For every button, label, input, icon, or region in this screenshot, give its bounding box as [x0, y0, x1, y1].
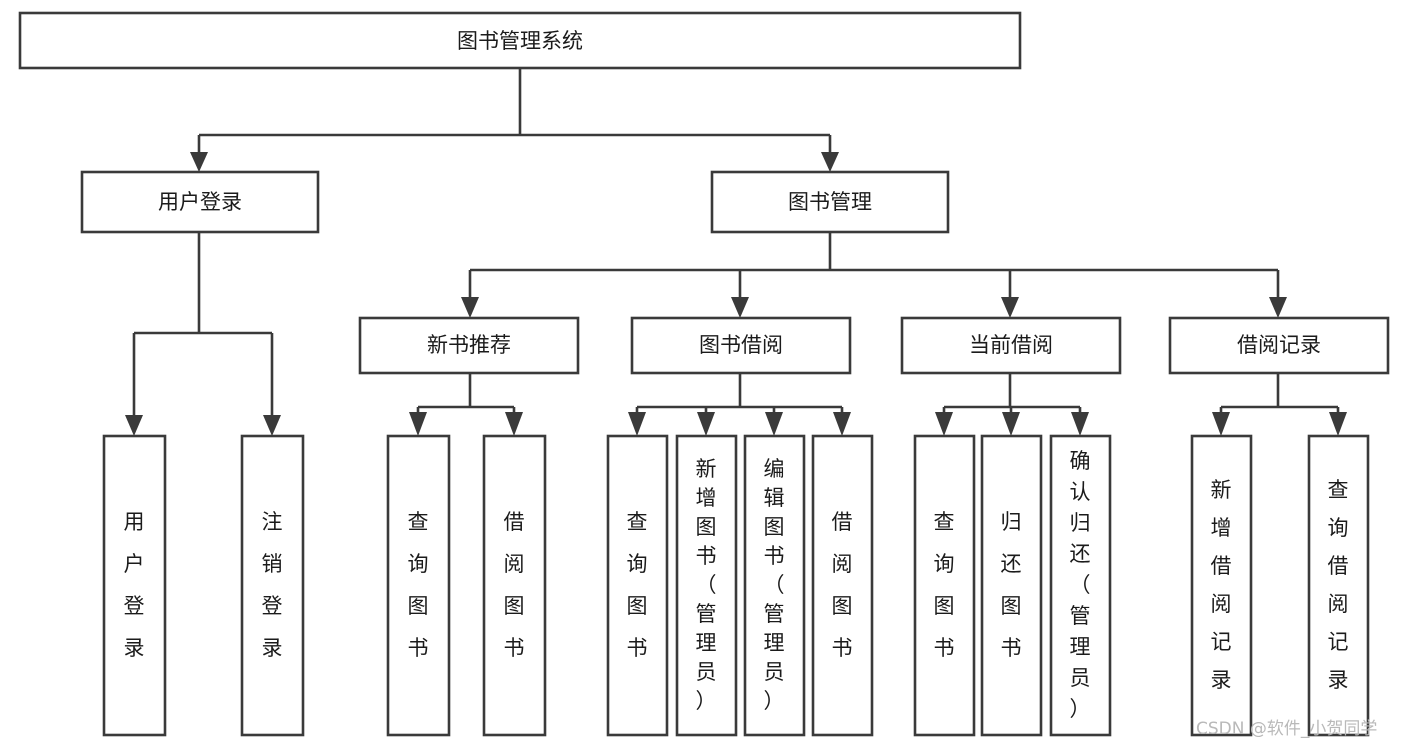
- node-root[interactable]: 图书管理系统: [18, 11, 1022, 70]
- node-user-login-label: 用户登录: [158, 190, 242, 214]
- node-leaf-query-book-rec[interactable]: 查询图书: [386, 434, 451, 737]
- node-leaf-borrow-book-rec[interactable]: 借阅图书: [482, 434, 547, 737]
- node-book-management-label: 图书管理: [788, 190, 872, 214]
- node-new-book-recommend[interactable]: 新书推荐: [358, 316, 580, 375]
- node-leaf-query-book-rec-label: 查询图书: [408, 510, 429, 660]
- arrow-head-leaf-query-book-rec: [409, 412, 427, 436]
- node-leaf-query-book-current-box[interactable]: [913, 434, 976, 737]
- node-leaf-logout-login-box[interactable]: [240, 434, 305, 737]
- arrow-head-leaf-user-login: [125, 415, 143, 436]
- arrow-head-leaf-query-book-borrow: [628, 412, 646, 436]
- node-leaf-query-book-rec-box[interactable]: [386, 434, 451, 737]
- node-leaf-user-login-box[interactable]: [102, 434, 167, 737]
- node-book-management-box[interactable]: [710, 170, 950, 234]
- node-leaf-query-book-borrow-label: 查询图书: [627, 510, 648, 660]
- arrow-head-current-borrow: [1001, 297, 1019, 318]
- node-leaf-add-borrow-record-box[interactable]: [1190, 434, 1253, 737]
- arrow-head-leaf-logout-login: [263, 415, 281, 436]
- node-leaf-return-book[interactable]: 归还图书: [980, 434, 1043, 737]
- node-leaf-query-book-borrow-box[interactable]: [606, 434, 669, 737]
- node-leaf-edit-book-label: 编辑图书（管理员）: [764, 457, 785, 713]
- node-leaf-borrow-book[interactable]: 借阅图书: [811, 434, 874, 737]
- arrow-head-book-management: [821, 152, 839, 172]
- node-leaf-borrow-book-rec-label: 借阅图书: [504, 510, 525, 660]
- node-leaf-borrow-book-rec-box[interactable]: [482, 434, 547, 737]
- watermark-label: CSDN @软件_小贺同学: [1196, 719, 1377, 739]
- watermark: CSDN @软件_小贺同学: [1196, 719, 1377, 739]
- node-new-book-recommend-label: 新书推荐: [427, 333, 511, 357]
- arrow-head-borrow-record: [1269, 297, 1287, 318]
- arrow-head-leaf-borrow-book: [833, 412, 851, 436]
- node-root-label: 图书管理系统: [457, 29, 583, 53]
- node-leaf-confirm-return-box[interactable]: [1049, 434, 1112, 737]
- node-leaf-query-book-current-label: 查询图书: [934, 510, 955, 660]
- arrow-head-leaf-edit-book: [765, 412, 783, 436]
- node-leaf-add-book[interactable]: 新增图书（管理员）: [675, 434, 738, 737]
- node-borrow-record-box[interactable]: [1168, 316, 1390, 375]
- arrow-head-leaf-confirm-return: [1071, 412, 1089, 436]
- node-leaf-confirm-return[interactable]: 确认归还（管理员）: [1049, 434, 1112, 737]
- arrow-head-leaf-query-book-current: [935, 412, 953, 436]
- node-current-borrow-box[interactable]: [900, 316, 1122, 375]
- node-leaf-user-login[interactable]: 用户登录: [102, 434, 167, 737]
- node-leaf-user-login-label: 用户登录: [124, 510, 145, 660]
- node-layer: 图书管理系统 用户登录 图书管理 新书推荐 图书借阅 当前: [18, 11, 1390, 737]
- arrow-head-leaf-add-borrow-record: [1212, 412, 1230, 436]
- node-borrow-record-label: 借阅记录: [1237, 333, 1321, 357]
- node-user-login-box[interactable]: [80, 170, 320, 234]
- node-book-management[interactable]: 图书管理: [710, 170, 950, 234]
- node-leaf-query-borrow-record[interactable]: 查询借阅记录: [1307, 434, 1370, 737]
- node-leaf-add-borrow-record[interactable]: 新增借阅记录: [1190, 434, 1253, 737]
- node-leaf-borrow-book-label: 借阅图书: [832, 510, 853, 660]
- node-user-login[interactable]: 用户登录: [80, 170, 320, 234]
- node-book-borrow-label: 图书借阅: [699, 333, 783, 357]
- node-new-book-recommend-box[interactable]: [358, 316, 580, 375]
- node-current-borrow[interactable]: 当前借阅: [900, 316, 1122, 375]
- arrow-head-user-login: [190, 152, 208, 172]
- arrow-head-leaf-return-book: [1002, 412, 1020, 436]
- node-leaf-logout-login[interactable]: 注销登录: [240, 434, 305, 737]
- node-leaf-add-book-label: 新增图书（管理员）: [696, 457, 717, 713]
- arrow-head-book-borrow: [731, 297, 749, 318]
- node-root-box[interactable]: [18, 11, 1022, 70]
- node-leaf-logout-login-label: 注销登录: [262, 510, 283, 660]
- node-current-borrow-label: 当前借阅: [969, 333, 1053, 357]
- node-leaf-edit-book-box[interactable]: [743, 434, 806, 737]
- node-borrow-record[interactable]: 借阅记录: [1168, 316, 1390, 375]
- node-leaf-query-borrow-record-box[interactable]: [1307, 434, 1370, 737]
- arrow-head-leaf-query-borrow-record: [1329, 412, 1347, 436]
- node-leaf-edit-book[interactable]: 编辑图书（管理员）: [743, 434, 806, 737]
- node-book-borrow[interactable]: 图书借阅: [630, 316, 852, 375]
- node-book-borrow-box[interactable]: [630, 316, 852, 375]
- node-leaf-borrow-book-box[interactable]: [811, 434, 874, 737]
- arrow-head-leaf-add-book: [697, 412, 715, 436]
- node-leaf-confirm-return-label: 确认归还（管理员）: [1070, 449, 1091, 721]
- node-leaf-query-book-borrow[interactable]: 查询图书: [606, 434, 669, 737]
- node-leaf-return-book-label: 归还图书: [1001, 510, 1022, 660]
- arrow-head-leaf-borrow-book-rec: [505, 412, 523, 436]
- node-leaf-add-book-box[interactable]: [675, 434, 738, 737]
- node-leaf-query-borrow-record-label: 查询借阅记录: [1328, 478, 1349, 692]
- connector-layer: [125, 68, 1347, 436]
- node-leaf-query-book-current[interactable]: 查询图书: [913, 434, 976, 737]
- node-leaf-return-book-box[interactable]: [980, 434, 1043, 737]
- arrow-head-new-book-recommend: [461, 297, 479, 318]
- node-leaf-add-borrow-record-label: 新增借阅记录: [1211, 478, 1232, 692]
